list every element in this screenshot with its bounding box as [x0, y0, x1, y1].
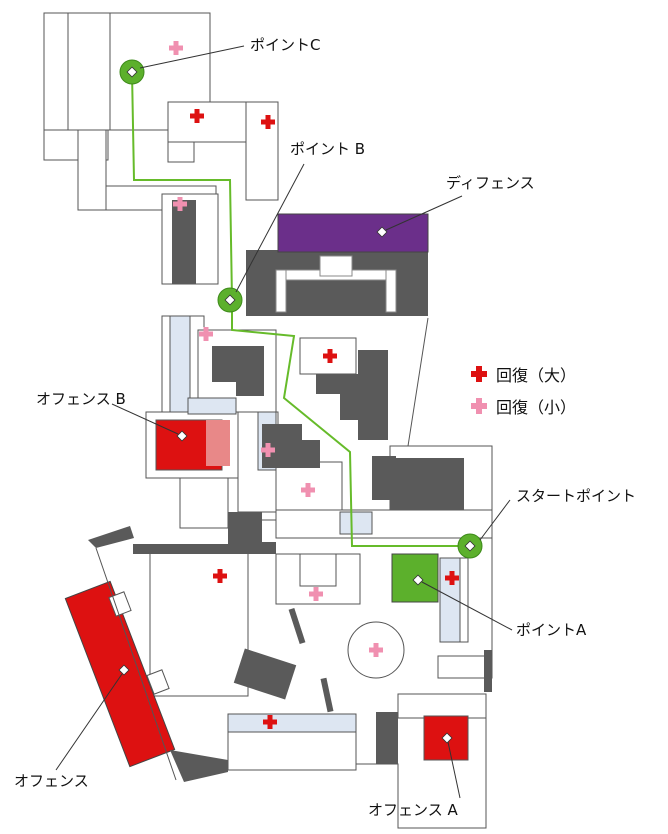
pink-cross-icon — [471, 398, 487, 414]
leader-lines — [55, 45, 513, 799]
offense-b-light — [206, 420, 230, 466]
point-a-zone — [391, 553, 439, 603]
offense-zone-group — [64, 526, 228, 782]
route-line — [131, 71, 470, 547]
label-offense-a: オフェンス A — [368, 801, 458, 819]
label-point-b: ポイント B — [290, 140, 366, 158]
label-start-point: スタートポイント — [516, 487, 637, 505]
legend-heal-small-label: 回復（小） — [496, 398, 577, 417]
legend-heal-small: 回復（小） — [470, 394, 576, 418]
legend-heal-large: 回復（大） — [470, 362, 576, 386]
label-offense: オフェンス — [14, 772, 89, 790]
white-diamond-icon — [118, 66, 476, 744]
label-point-c: ポイントC — [250, 36, 321, 54]
defense-zone — [277, 213, 429, 253]
legend-heal-large-label: 回復（大） — [496, 366, 577, 385]
defense-base-inner — [275, 255, 397, 313]
label-point-a: ポイントA — [516, 621, 587, 639]
red-cross-icon — [471, 366, 487, 382]
walls — [133, 200, 492, 764]
offense-a-zone — [423, 715, 469, 761]
defense-base-floor — [290, 286, 382, 316]
label-defense: ディフェンス — [446, 174, 535, 192]
label-offense-b: オフェンス B — [36, 390, 126, 408]
